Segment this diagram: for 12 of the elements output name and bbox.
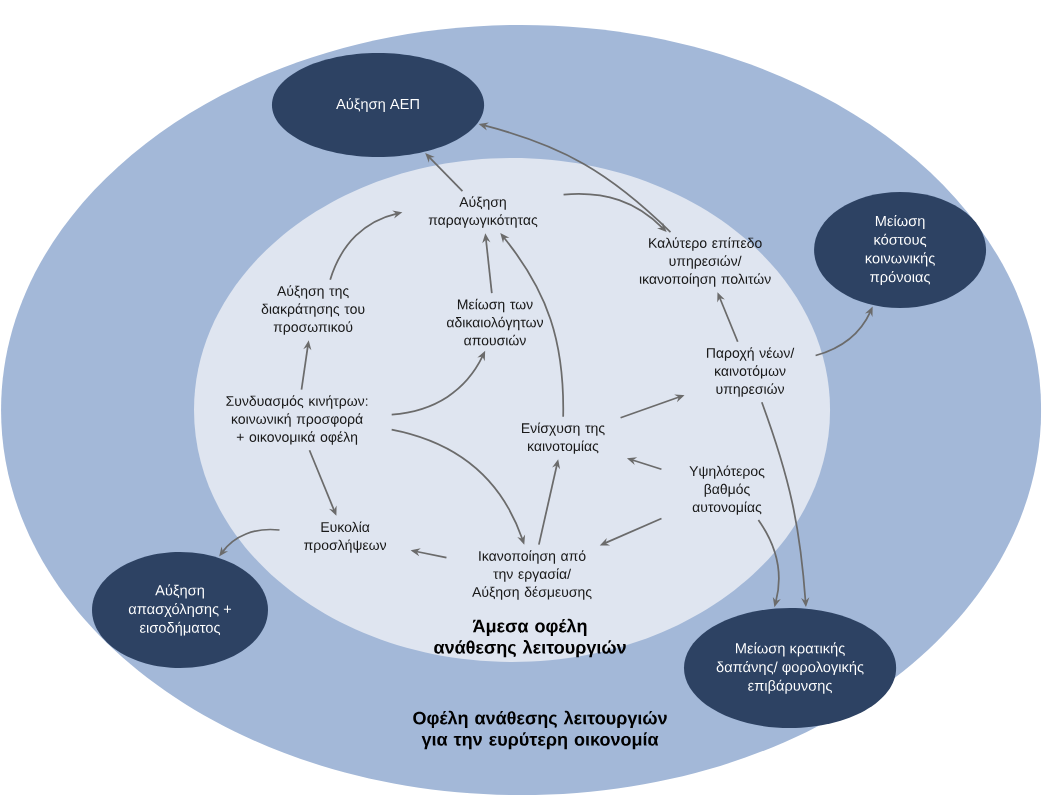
node-text: Αύξηση της διακράτησης του προσωπικού (261, 285, 365, 335)
node-text: Μείωση των αδικαιολόγητων απουσιών (446, 298, 543, 346)
node-text: Ικανοποίηση από την εργασία/ Αύξηση δέσμευσης (472, 550, 592, 600)
arrow (425, 153, 464, 192)
node-text: Αύξηση παραγωγικότητας (428, 196, 538, 228)
arrow (500, 233, 565, 418)
node-text: Ενίσχυση της καινοτομίας (522, 422, 605, 454)
node-text: Καλύτερο επίπεδο υπηρεσιών/ ικανοποίηση πολιτών (639, 237, 771, 287)
node-text: Συνδυασμός κινήτρων: κοινωνική προσφορά + οικονομικά οφέλη (226, 395, 368, 445)
node-text: Υψηλότερος βαθμός αυτονομίας (689, 465, 765, 515)
node-text: Ευκολία προσλήψεων (304, 521, 387, 553)
node-text: Παροχή νέων/ καινοτόμων υπηρεσιών (707, 347, 795, 397)
